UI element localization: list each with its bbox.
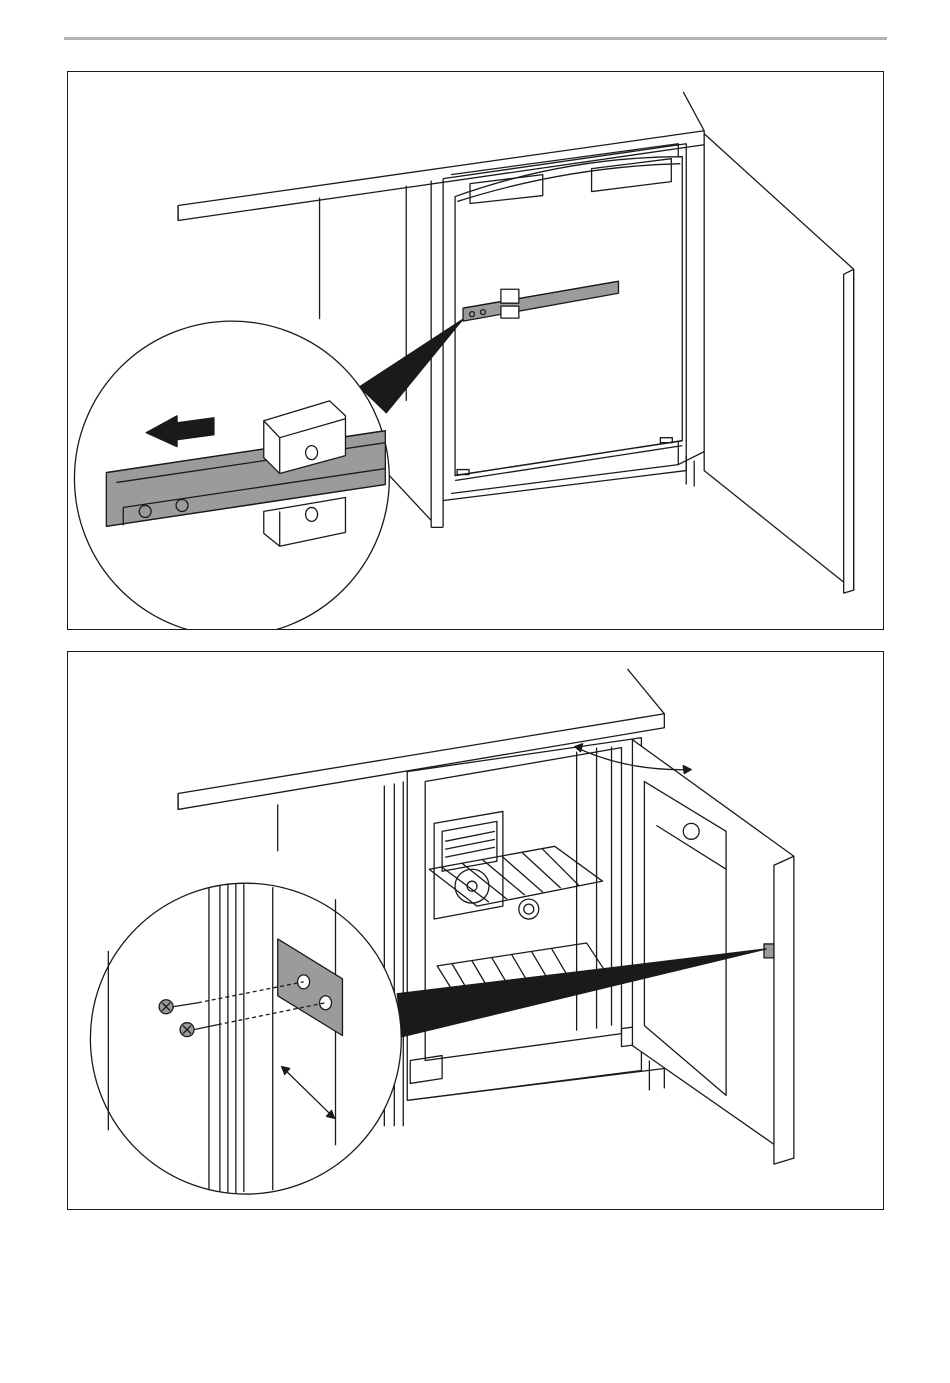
- magnifier-circle: [90, 883, 401, 1194]
- figure-top-rail-removal: [67, 71, 884, 630]
- figure-top-drawing: [68, 72, 883, 629]
- figure-bottom-drawing: [68, 652, 883, 1209]
- open-cabinet-door: [704, 134, 853, 593]
- figure-bottom-bracket-mount: [67, 651, 884, 1210]
- fridge-door: [455, 157, 682, 481]
- magnifier-circle: [74, 321, 389, 629]
- fridge-body: [407, 738, 664, 1101]
- header-rule: [64, 37, 887, 40]
- callout-pointer: [359, 319, 463, 413]
